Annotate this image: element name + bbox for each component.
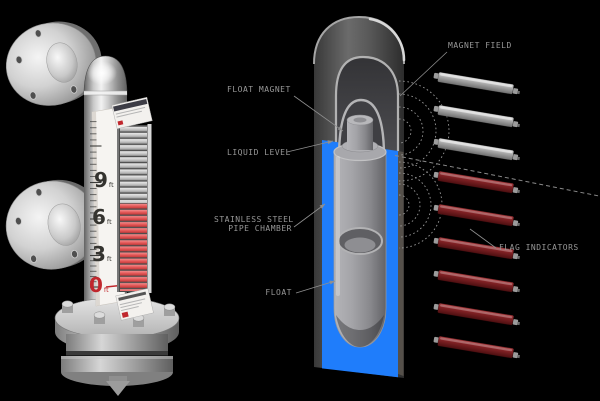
flag-indicator-active bbox=[433, 269, 520, 293]
float bbox=[333, 98, 387, 348]
dome-highlight bbox=[87, 61, 117, 85]
brand-mark bbox=[117, 120, 124, 126]
label-liquid-level: LIQUID LEVEL bbox=[227, 148, 291, 157]
pipe-rim-highlight bbox=[368, 17, 406, 62]
flag-indicator-active bbox=[433, 170, 520, 194]
label-float: FLOAT bbox=[265, 288, 292, 297]
pipe-cut-edge bbox=[334, 55, 400, 152]
gauge-render bbox=[5, 21, 180, 396]
gauge-flags-empty bbox=[120, 126, 147, 203]
flag-indicator-active bbox=[433, 203, 520, 227]
flag-indicator-active bbox=[433, 302, 520, 326]
bolt-hole bbox=[29, 91, 37, 100]
scale-plate bbox=[90, 106, 126, 307]
bolt-hole bbox=[30, 254, 38, 263]
bottom-label-plate bbox=[115, 288, 154, 321]
flag-indicator-inactive bbox=[433, 104, 520, 128]
lower-flange bbox=[5, 179, 104, 270]
leader-lines bbox=[286, 51, 497, 294]
leader-float bbox=[295, 280, 336, 294]
bolt-hole bbox=[15, 55, 23, 65]
gauge-flag-column bbox=[111, 96, 154, 321]
leader-magnet-field bbox=[399, 51, 448, 97]
scale-mark-9: 9ft bbox=[94, 168, 114, 192]
label-pipe-chamber: STAINLESS STEEL PIPE CHAMBER bbox=[214, 215, 294, 233]
label-pipe-chamber-line2: PIPE CHAMBER bbox=[228, 224, 292, 233]
top-label-plate bbox=[111, 96, 153, 130]
flag-indicator-active bbox=[433, 236, 520, 260]
cutaway-diagram bbox=[313, 15, 600, 378]
leader-pipe-chamber bbox=[293, 203, 326, 228]
bolt-hole bbox=[70, 85, 78, 94]
drain-tip bbox=[106, 381, 130, 396]
drain-plug bbox=[109, 376, 127, 382]
bolt-hole bbox=[14, 216, 22, 226]
flag-indicator-column bbox=[433, 71, 520, 359]
label-magnet-field: MAGNET FIELD bbox=[448, 41, 512, 50]
scale-mark-0: 0ft bbox=[89, 273, 109, 297]
base-assembly bbox=[54, 297, 180, 396]
gauge-flags-filled bbox=[120, 203, 147, 291]
upper-flange bbox=[5, 21, 102, 106]
scale-ticks bbox=[90, 121, 102, 288]
flag-indicator-active bbox=[433, 335, 520, 359]
bolt-hole bbox=[35, 188, 43, 197]
pipe-wall-section-strip bbox=[398, 151, 404, 376]
brand-mark bbox=[121, 311, 129, 318]
scale-mark-3: 3ft bbox=[92, 242, 112, 266]
flag-indicator-inactive bbox=[433, 71, 520, 95]
bolt-hole bbox=[71, 249, 78, 259]
bolt-hole bbox=[34, 29, 42, 38]
flag-indicator-inactive bbox=[433, 137, 520, 161]
label-float-magnet: FLOAT MAGNET bbox=[227, 85, 291, 94]
scale-mark-6: 6ft bbox=[92, 205, 112, 229]
flange-bolts bbox=[61, 300, 176, 327]
leader-liquid-level bbox=[286, 140, 334, 153]
leader-flag-indicators bbox=[469, 228, 497, 249]
label-flag-indicators: FLAG INDICATORS bbox=[499, 243, 579, 252]
leader-float-magnet bbox=[293, 95, 344, 132]
label-pipe-chamber-line1: STAINLESS STEEL bbox=[214, 215, 294, 224]
